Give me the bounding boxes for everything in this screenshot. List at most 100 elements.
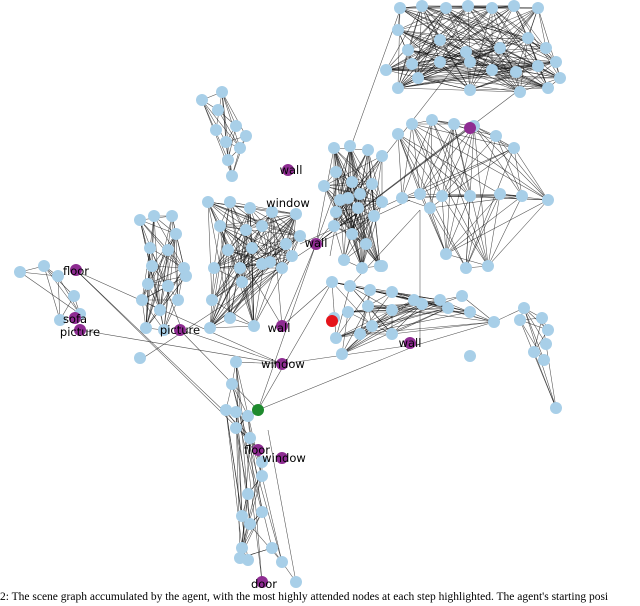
- node-label-window-top: window: [266, 196, 310, 210]
- graph-edge: [461, 295, 495, 323]
- graph-edge: [241, 255, 293, 283]
- graph-node: [240, 224, 252, 236]
- node-label-wall-top: wall: [280, 163, 303, 177]
- graph-edge: [385, 5, 515, 71]
- graph-edge: [281, 343, 421, 365]
- graph-edge: [141, 299, 165, 331]
- graph-edge: [491, 7, 539, 71]
- graph-node: [486, 64, 498, 76]
- graph-edge: [217, 109, 241, 149]
- graph-edge: [445, 253, 489, 267]
- graph-edge: [19, 271, 59, 277]
- graph-node: [550, 56, 562, 68]
- graph-edge: [261, 475, 283, 563]
- graph-node: [330, 166, 342, 178]
- graph-edge: [397, 61, 557, 89]
- graph-edge: [331, 281, 373, 327]
- node-label-window-bottom: window: [262, 451, 306, 465]
- graph-edge: [281, 243, 317, 327]
- graph-node: [286, 250, 298, 262]
- graph-edge: [513, 5, 557, 63]
- graph-node: [416, 298, 428, 310]
- graph-edge: [407, 5, 469, 51]
- graph-edge: [519, 319, 545, 361]
- graph-edge: [315, 127, 471, 245]
- graph-edge: [249, 207, 271, 263]
- graph-edge: [411, 123, 489, 267]
- graph-nodes: [14, 0, 566, 588]
- graph-node: [234, 262, 246, 274]
- graph-edge: [227, 249, 255, 327]
- graph-node: [344, 280, 356, 292]
- graph-edge: [339, 199, 381, 267]
- graph-node: [514, 86, 526, 98]
- graph-node: [460, 46, 472, 58]
- graph-edge: [163, 285, 169, 331]
- graph-node: [346, 228, 358, 240]
- graph-node: [464, 350, 476, 362]
- graph-edge: [175, 233, 179, 301]
- graph-edge: [77, 271, 283, 365]
- graph-edge: [491, 7, 539, 67]
- graph-edge: [431, 119, 471, 197]
- graph-edge: [209, 281, 243, 329]
- graph-node: [14, 266, 26, 278]
- graph-edge: [465, 47, 547, 53]
- graph-edge: [315, 199, 411, 245]
- graph-edge: [209, 235, 301, 329]
- graph-node: [440, 2, 452, 14]
- graph-edge: [213, 213, 297, 269]
- graph-edge: [411, 123, 471, 197]
- graph-node: [328, 142, 340, 154]
- graph-node: [514, 314, 526, 326]
- graph-node: [246, 242, 258, 254]
- graph-edge: [407, 49, 549, 89]
- graph-edge: [343, 215, 375, 261]
- graph-node: [490, 130, 502, 142]
- graph-node: [162, 280, 174, 292]
- graph-node: [162, 244, 174, 256]
- graph-edge: [371, 183, 381, 267]
- graph-edge: [333, 193, 361, 227]
- attended-node: [404, 337, 416, 349]
- graph-edge: [341, 303, 423, 355]
- graph-edge: [359, 193, 367, 245]
- graph-edge: [139, 219, 153, 267]
- graph-node: [366, 320, 378, 332]
- graph-edge: [235, 361, 263, 583]
- graph-node: [516, 190, 528, 202]
- graph-edge: [347, 197, 353, 235]
- graph-node: [412, 72, 424, 84]
- graph-labels: wall window wall floor sofa picture pict…: [60, 163, 422, 588]
- graph-node: [204, 322, 216, 334]
- graph-edge: [397, 87, 521, 93]
- graph-edge: [411, 63, 549, 89]
- attended-node: [464, 122, 476, 134]
- graph-edge: [371, 303, 423, 327]
- goal-node: [326, 315, 338, 327]
- node-label-wall-mid: wall: [268, 321, 291, 335]
- graph-node: [280, 238, 292, 250]
- graph-edge: [249, 437, 263, 583]
- graph-node: [222, 154, 234, 166]
- graph-edge: [229, 201, 297, 215]
- graph-node: [346, 176, 358, 188]
- graph-edge: [419, 125, 475, 195]
- graph-edge: [269, 211, 273, 263]
- graph-node: [206, 294, 218, 306]
- graph-node: [464, 306, 476, 318]
- graph-edge: [373, 155, 383, 217]
- graph-node: [248, 320, 260, 332]
- graph-edge: [315, 147, 335, 245]
- attended-node: [256, 576, 268, 588]
- graph-node: [414, 188, 426, 200]
- graph-edge: [465, 195, 471, 269]
- graph-node: [222, 244, 234, 256]
- graph-node: [38, 260, 50, 272]
- graph-edge: [537, 7, 547, 49]
- graph-edge: [429, 195, 523, 209]
- graph-edge: [201, 99, 241, 149]
- graph-edge: [241, 267, 283, 283]
- graph-node: [256, 506, 268, 518]
- attended-node: [70, 264, 82, 276]
